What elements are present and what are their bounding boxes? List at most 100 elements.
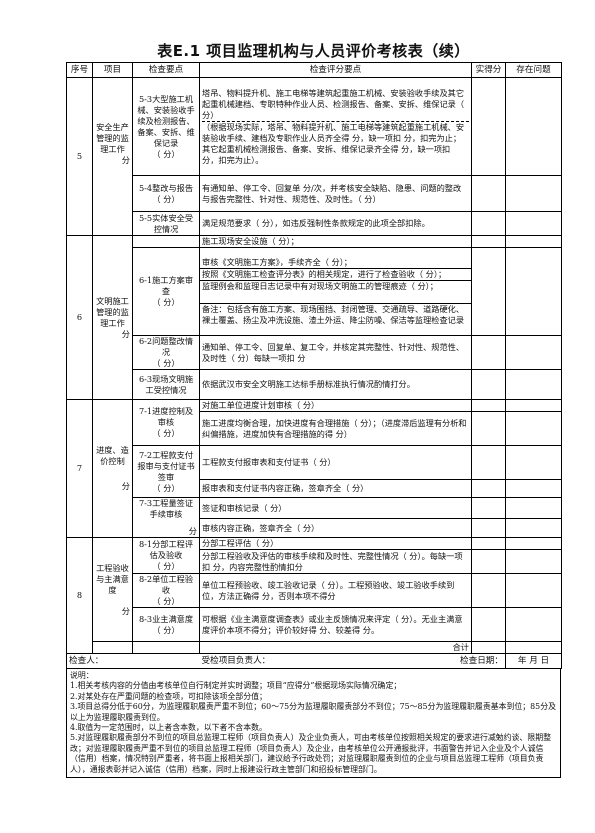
point-8-3: 8-3业主满意度 （ 分） bbox=[132, 607, 200, 642]
section-5-no: 5 bbox=[66, 77, 93, 236]
table-row: 6-3现场文明施工受控情况 依据武汉市安全文明施工达标手册标准执行情况酌情打分。 bbox=[67, 369, 562, 400]
criteria-7-3-b: 审核内容正确，签章齐全（ 分） bbox=[199, 518, 472, 538]
issue-cell[interactable] bbox=[505, 549, 562, 574]
criteria-6-header: 施工现场安全设施（ 分）； bbox=[199, 235, 472, 248]
signature-row: 检查人： 受检项目负责人： 检查日期： 年 月 日 bbox=[66, 654, 562, 669]
point-8-3-label: 8-3业主满意度 bbox=[138, 613, 194, 624]
issue-cell[interactable] bbox=[505, 335, 562, 370]
point-5-3: 5-3大型施工机械、安装验收手续及检测报告、备案、安拆、维保记录 （ 分） bbox=[132, 77, 200, 176]
criteria-5-3-a: 塔吊、物料提升机、施工电梯等建筑起重施工机械、安装验收手续及其它起重机械建档、专… bbox=[202, 88, 469, 122]
point-8-1: 8-1分部工程评估及验收 （ 分） bbox=[132, 537, 200, 574]
actual-score-cell[interactable] bbox=[471, 175, 506, 212]
issue-cell[interactable] bbox=[505, 607, 562, 642]
section-8-item: 工程验收与主满意度 分 bbox=[92, 537, 133, 642]
criteria-6-1-b: 按照《文明施工检查评分表》的相关规定，进行了检查验收（ 分）； bbox=[200, 269, 471, 281]
section-6-item: 文明施工管理的监理工作 分 bbox=[92, 235, 133, 400]
table-row: 分部工程验收及评估的审核手续和及时性、完整性情况（ 分）。每缺一项扣 分，内容完… bbox=[67, 549, 562, 574]
point-5-5: 5-5实体安全受控情况 bbox=[132, 211, 200, 236]
note-item: 1.相关考核内容的分值由考核单位自行制定并实时调整；项目“应得分”根据现场实际情… bbox=[70, 681, 402, 691]
actual-score-cell[interactable] bbox=[471, 235, 506, 248]
table-row: 6 文明施工管理的监理工作 分 施工现场安全设施（ 分）； bbox=[66, 235, 562, 400]
section-8-no: 8 bbox=[66, 537, 93, 654]
total-issue-cell[interactable] bbox=[505, 641, 562, 654]
point-6-1-label: 6-1施工方案审查 bbox=[138, 275, 194, 296]
criteria-5-5: 满足规范要求（ 分），如违反强制性条款规定的此项全部扣除。 bbox=[199, 211, 472, 236]
issue-cell[interactable] bbox=[505, 211, 562, 236]
criteria-7-1-a: 对施工单位进度计划审核（ 分） bbox=[199, 399, 472, 412]
section-5-item-label: 安全生产管理的监理工作 bbox=[96, 122, 129, 154]
note-item: 4.取值为一定范围时，以上者含本数，以下者不含本数。 bbox=[70, 723, 267, 733]
issue-cell[interactable] bbox=[505, 247, 562, 336]
criteria-7-3-a: 签证和审核记录（ 分） bbox=[199, 496, 472, 520]
actual-score-cell[interactable] bbox=[471, 445, 506, 480]
point-8-1-score: （ 分） bbox=[152, 561, 180, 571]
date-label: 检查日期： bbox=[405, 654, 506, 669]
checker-label: 检查人： bbox=[66, 654, 200, 669]
table-row: 5-5实体安全受控情况 满足规范要求（ 分），如违反强制性条款规定的此项全部扣除… bbox=[67, 211, 562, 236]
point-5-4-label: 5-4整改与报告 bbox=[138, 182, 194, 193]
actual-score-cell[interactable] bbox=[471, 479, 506, 498]
issue-cell[interactable] bbox=[505, 77, 562, 176]
issue-cell[interactable] bbox=[505, 496, 562, 520]
header-actual: 实得分 bbox=[471, 62, 506, 78]
actual-score-cell[interactable] bbox=[471, 335, 506, 370]
section-6-item-score: 分 bbox=[121, 328, 130, 339]
actual-score-cell[interactable] bbox=[471, 369, 506, 400]
issue-cell[interactable] bbox=[505, 479, 562, 498]
actual-score-cell[interactable] bbox=[471, 496, 506, 520]
point-6-header-blank bbox=[132, 235, 200, 248]
section-7-no: 7 bbox=[66, 399, 93, 538]
issue-cell[interactable] bbox=[505, 518, 562, 538]
notes-section: 说明： 1.相关考核内容的分值由考核单位自行制定并实时调整；项目“应得分”根据现… bbox=[66, 669, 561, 779]
actual-score-cell[interactable] bbox=[471, 211, 506, 236]
point-5-4-score: （ 分） bbox=[152, 193, 180, 204]
section-5-item-score: 分 bbox=[121, 155, 130, 165]
actual-score-cell[interactable] bbox=[471, 77, 506, 176]
point-8-1-label: 8-1分部工程评估及验收 bbox=[138, 539, 194, 560]
point-7-2: 7-2工程款支付报审与支付证书签审 （ 分） bbox=[132, 445, 200, 498]
table-row: 报审表和支付证书内容正确，签章齐全（ 分） bbox=[67, 479, 562, 498]
criteria-6-1-d: 备注：包括含有施工方案、现场围挡、封闭管理、交通疏导、道路硬化、裸土覆盖、扬尘及… bbox=[202, 304, 465, 325]
point-5-4: 5-4整改与报告 （ 分） bbox=[132, 175, 200, 212]
table-row: 7-3工程量签证手续审核 分 签证和审核记录（ 分） bbox=[67, 496, 562, 538]
total-label: 合计 bbox=[199, 641, 472, 654]
table-row: 6-2问题整改情况 （ 分） 通知单、停工令、回复单、复工令，并核定其完整性、针… bbox=[67, 335, 562, 370]
table-row: 6-1施工方案审查 （ 分） 审核《文明施工方案》，手续齐全（ 分）； 按照《文… bbox=[67, 247, 562, 336]
table-row: 施工进度均衡合理，加快进度有合理措施（ 分）；（进度滞后监理有分析和纠偏措施，进… bbox=[67, 411, 562, 446]
total-score-cell[interactable] bbox=[471, 641, 506, 654]
issue-cell[interactable] bbox=[505, 235, 562, 248]
evaluation-table: 序号 项目 检查要点 检查评分要点 实得分 存在问题 5 安全生产管理的监理工作… bbox=[66, 62, 562, 654]
point-7-3-score: 分 bbox=[188, 526, 197, 536]
point-6-1-score: （ 分） bbox=[152, 297, 180, 307]
point-8-3-score: （ 分） bbox=[152, 624, 180, 635]
date-value[interactable]: 年 月 日 bbox=[505, 654, 562, 669]
criteria-8-1-b: 分部工程验收及评估的审核手续和及时性、完整性情况（ 分）。每缺一项扣 分，内容完… bbox=[199, 549, 472, 574]
criteria-5-4: 有通知单、停工令、回复单 分/次，并考核安全缺陷、隐患、问题的整改与报告完整性、… bbox=[199, 175, 472, 212]
actual-score-cell[interactable] bbox=[471, 573, 506, 608]
point-6-2-score: （ 分） bbox=[152, 358, 180, 368]
issue-cell[interactable] bbox=[505, 537, 562, 550]
actual-score-cell[interactable] bbox=[471, 411, 506, 446]
criteria-6-1-c: 监理例会和监理日志记录中有对现场文明施工的管理痕迹（ 分）； bbox=[200, 281, 471, 304]
issue-cell[interactable] bbox=[505, 175, 562, 212]
total-blank-point bbox=[132, 641, 200, 654]
actual-score-cell[interactable] bbox=[471, 537, 506, 550]
point-8-2-label: 8-2单位工程验收 bbox=[138, 574, 194, 596]
actual-score-cell[interactable] bbox=[471, 399, 506, 412]
issue-cell[interactable] bbox=[505, 573, 562, 608]
actual-score-cell[interactable] bbox=[471, 549, 506, 574]
point-7-1: 7-1进度控制及审核 （ 分） bbox=[132, 399, 200, 446]
issue-cell[interactable] bbox=[505, 445, 562, 480]
actual-score-cell[interactable] bbox=[471, 247, 506, 336]
actual-score-cell[interactable] bbox=[471, 607, 506, 642]
section-7-item-score: 分 bbox=[121, 481, 130, 491]
issue-cell[interactable] bbox=[505, 369, 562, 400]
actual-score-cell[interactable] bbox=[471, 518, 506, 538]
issue-cell[interactable] bbox=[505, 411, 562, 446]
table-row: 8-3业主满意度 （ 分） 可根据《业主满意度调查表》或业主反馈情况来评定（ 分… bbox=[67, 607, 562, 642]
point-7-2-score: （ 分） bbox=[152, 482, 180, 493]
header-point: 检查要点 bbox=[132, 62, 200, 78]
issue-cell[interactable] bbox=[505, 399, 562, 412]
total-blank-item bbox=[92, 641, 133, 654]
header-criteria: 检查评分要点 bbox=[199, 62, 472, 78]
